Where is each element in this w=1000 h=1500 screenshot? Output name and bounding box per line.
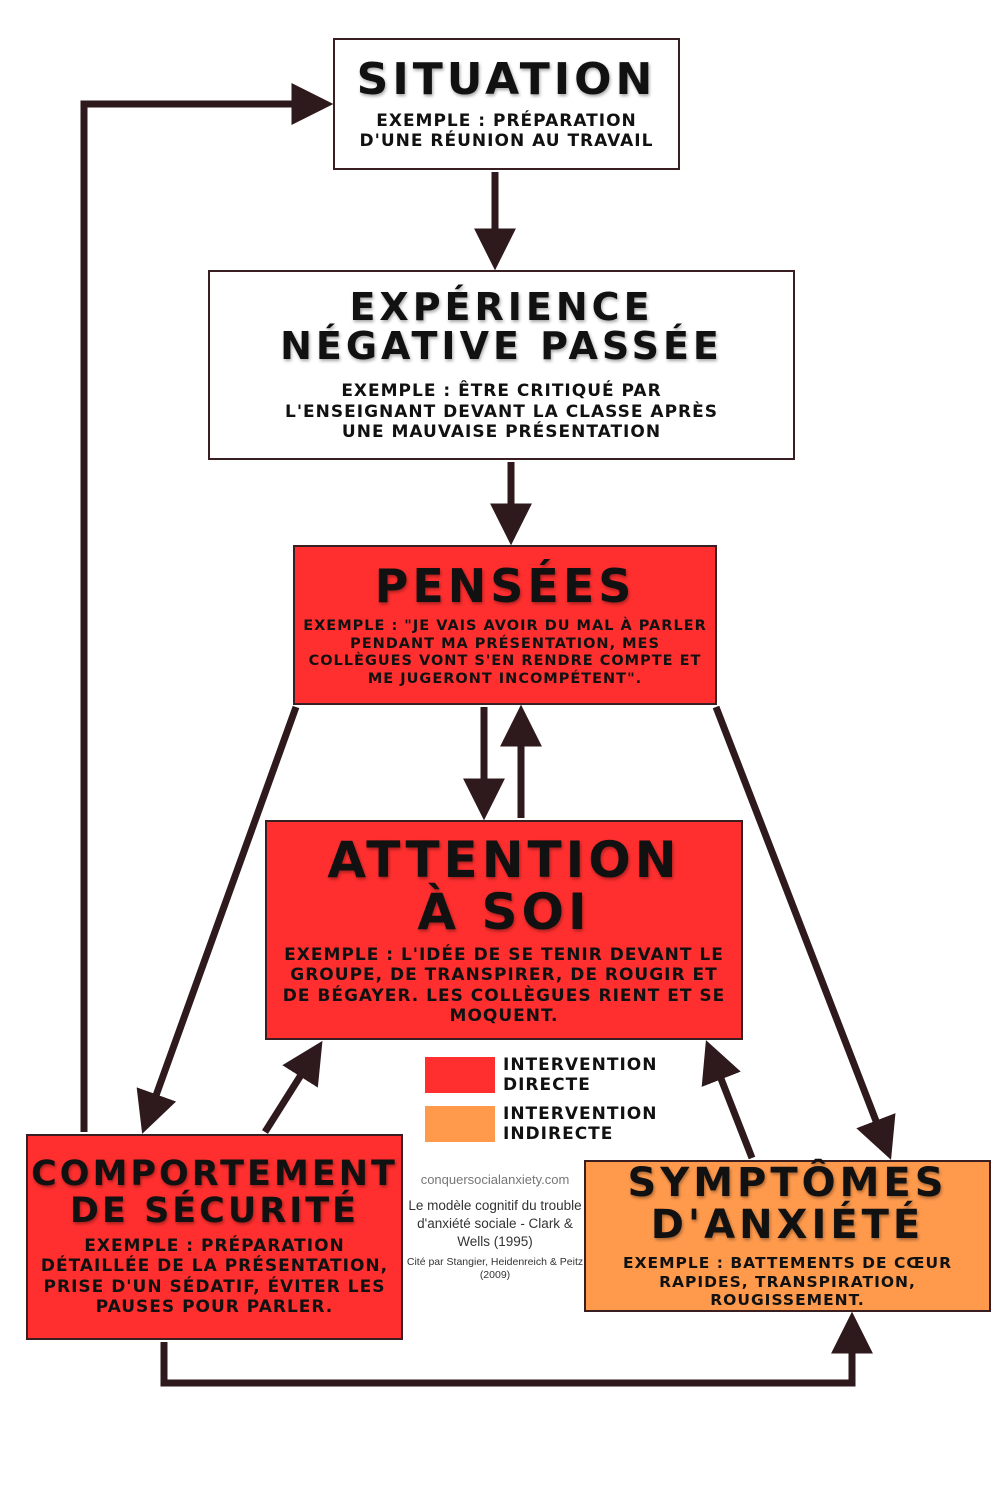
node-comportement-title-line2: DE SÉCURITÉ xyxy=(69,1191,360,1232)
node-comportement-example: EXEMPLE : PRÉPARATION DÉTAILLÉE DE LA PR… xyxy=(40,1235,389,1318)
node-situation-title: SITUATION xyxy=(356,53,657,105)
node-experience: EXPÉRIENCE NÉGATIVE PASSÉE EXEMPLE : ÊTR… xyxy=(208,270,795,460)
arrow-comportement-to-symptomes xyxy=(160,1311,873,1387)
node-pensees: PENSÉES EXEMPLE : "JE VAIS AVOIR DU MAL … xyxy=(293,545,717,705)
node-attention-example: EXEMPLE : L'IDÉE DE SE TENIR DEVANT LE G… xyxy=(282,944,726,1026)
node-comportement: COMPORTEMENT DE SÉCURITÉ EXEMPLE : PRÉPA… xyxy=(26,1134,403,1340)
arrow-pensees-to-comportement xyxy=(136,705,300,1134)
node-situation: SITUATION EXEMPLE : PRÉPARATION D'UNE RÉ… xyxy=(333,38,680,170)
arrow-pensees-to-symptomes xyxy=(712,705,896,1160)
node-symptomes-title-line1: SYMPTÔMES xyxy=(627,1160,948,1207)
node-symptomes-example: EXEMPLE : BATTEMENTS DE CŒUR RAPIDES, TR… xyxy=(622,1254,953,1310)
credits-model: Le modèle cognitif du trouble d'anxiété … xyxy=(408,1198,582,1250)
node-situation-example: EXEMPLE : PRÉPARATION D'UNE RÉUNION AU T… xyxy=(359,110,654,152)
node-experience-title: EXPÉRIENCE NÉGATIVE PASSÉE xyxy=(280,284,723,369)
node-comportement-title-line1: COMPORTEMENT xyxy=(31,1154,398,1195)
node-attention-title-line2: À SOI xyxy=(417,883,591,942)
legend-direct-swatch xyxy=(425,1057,495,1094)
node-symptomes-title-line2: D'ANXIÉTÉ xyxy=(650,1202,925,1249)
node-attention-title-line1: ATTENTION xyxy=(327,830,681,889)
legend-indirect-swatch xyxy=(425,1106,495,1143)
node-experience-example: EXEMPLE : ÊTRE CRITIQUÉ PAR L'ENSEIGNANT… xyxy=(285,381,718,443)
node-pensees-title: PENSÉES xyxy=(374,559,636,614)
arrow-comportement-to-situation xyxy=(80,83,334,1132)
node-symptomes: SYMPTÔMES D'ANXIÉTÉ EXEMPLE : BATTEMENTS… xyxy=(584,1160,991,1312)
legend-indirect-label: INTERVENTION INDIRECTE xyxy=(503,1104,658,1145)
arrow-comportement-to-attention xyxy=(262,1040,323,1134)
node-pensees-example: EXEMPLE : "JE VAIS AVOIR DU MAL À PARLER… xyxy=(303,618,707,687)
node-attention: ATTENTION À SOI EXEMPLE : L'IDÉE DE SE T… xyxy=(265,820,743,1040)
credits-citation: Cité par Stangier, Heidenreich & Peitz (… xyxy=(406,1255,584,1282)
credits-site: conquersocialanxiety.com xyxy=(420,1172,570,1187)
legend-indirect: INTERVENTION INDIRECTE xyxy=(425,1104,673,1145)
legend-direct: INTERVENTION DIRECTE xyxy=(425,1055,673,1096)
legend-direct-label: INTERVENTION DIRECTE xyxy=(503,1055,658,1096)
arrow-symptomes-to-attention xyxy=(701,1040,756,1160)
credits: conquersocialanxiety.com Le modèle cogni… xyxy=(405,1172,585,1283)
